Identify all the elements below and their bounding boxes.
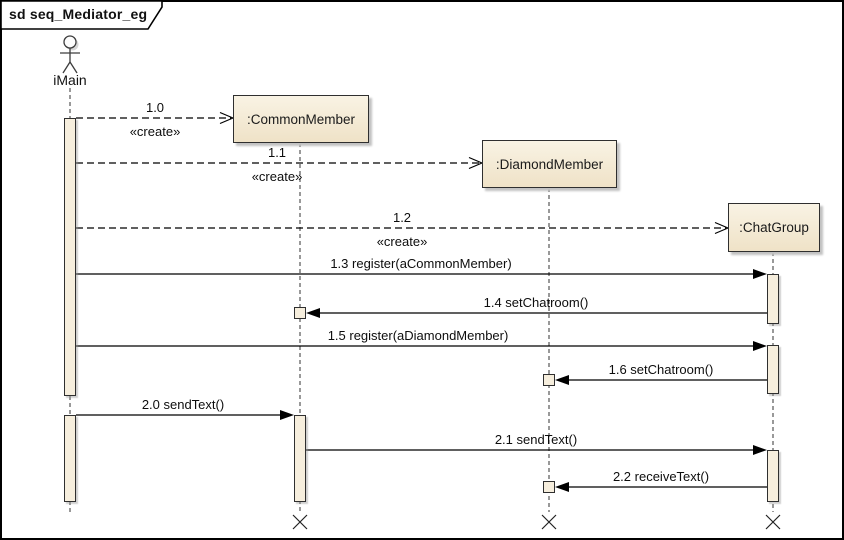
activation-square-commonmember	[294, 307, 306, 319]
message-stereotype-1-2: «create»	[376, 234, 428, 249]
message-arrow-1-6-setchatroom	[555, 375, 767, 385]
destruction-x-commonmember	[292, 514, 308, 530]
message-arrow-1-2-create	[76, 221, 729, 235]
message-label-1-2: 1.2	[392, 210, 412, 225]
message-stereotype-1-1: «create»	[251, 169, 303, 184]
activation-square-diamondmember-2	[543, 481, 555, 493]
message-arrow-1-3-register	[76, 269, 767, 279]
message-stereotype-1-0: «create»	[129, 124, 181, 139]
message-label-1-1: 1.1	[267, 145, 287, 160]
message-label-1-6: 1.6 setChatroom()	[608, 362, 714, 377]
message-arrow-2-2-receivetext	[555, 482, 767, 492]
message-arrow-1-5-register	[76, 341, 767, 351]
actor-label: iMain	[53, 72, 87, 88]
activation-bar-imain-2	[64, 415, 76, 502]
activation-bar-chatgroup-2	[767, 345, 779, 394]
frame-title: sd seq_Mediator_eg	[9, 6, 148, 22]
activation-bar-chatgroup-1	[767, 274, 779, 324]
destruction-x-diamondmember	[541, 514, 557, 530]
message-label-1-3: 1.3 register(aCommonMember)	[330, 256, 512, 271]
message-arrow-1-1-create	[76, 156, 483, 170]
frame-tab-shape	[0, 0, 163, 30]
activation-bar-chatgroup-3	[767, 450, 779, 502]
actor-icon	[60, 35, 80, 74]
lifeline-head-commonmember: :CommonMember	[233, 95, 369, 143]
message-label-2-0: 2.0 sendText()	[141, 397, 225, 412]
destruction-x-chatgroup	[765, 514, 781, 530]
activation-square-diamondmember-1	[543, 374, 555, 386]
message-label-1-5: 1.5 register(aDiamondMember)	[327, 328, 509, 343]
message-label-2-2: 2.2 receiveText()	[612, 469, 710, 484]
lifeline-head-diamondmember: :DiamondMember	[482, 140, 617, 188]
message-label-1-4: 1.4 setChatroom()	[483, 295, 589, 310]
lifeline-head-chatgroup: :ChatGroup	[728, 203, 820, 252]
activation-bar-commonmember	[294, 415, 306, 502]
message-arrow-2-0-sendtext	[76, 410, 294, 420]
message-label-1-0: 1.0	[145, 100, 165, 115]
message-arrow-2-1-sendtext	[306, 445, 767, 455]
message-arrow-1-4-setchatroom	[306, 308, 767, 318]
message-label-2-1: 2.1 sendText()	[494, 432, 578, 447]
message-arrow-1-0-create	[76, 111, 234, 125]
activation-bar-imain-1	[64, 118, 76, 396]
